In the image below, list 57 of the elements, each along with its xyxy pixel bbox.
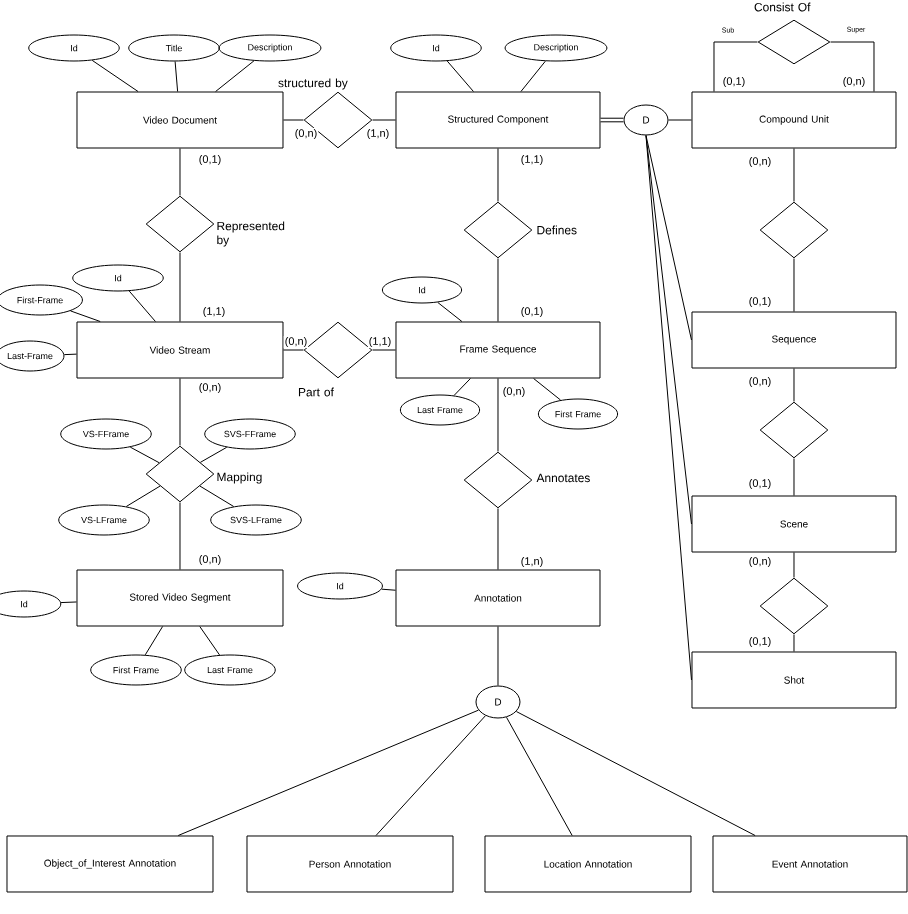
relationship-diamond	[303, 321, 373, 379]
connector-line	[60, 601, 77, 604]
connector-line	[70, 310, 101, 322]
connector-line	[179, 378, 181, 446]
connector-line	[600, 117, 624, 123]
connector-line	[793, 258, 795, 312]
connector-line	[645, 135, 692, 681]
relationship-diamond	[145, 445, 215, 503]
relationship-diamond	[463, 201, 533, 259]
connector-line	[668, 119, 692, 121]
connector-line	[453, 378, 471, 396]
connector-line	[645, 135, 692, 341]
connector-line	[179, 148, 181, 196]
connector-line	[506, 716, 573, 836]
connector-line	[199, 626, 220, 656]
connector-line	[63, 353, 77, 356]
connector-line	[830, 41, 875, 92]
connector-line	[793, 552, 795, 578]
connector-line	[520, 60, 546, 92]
connector-line	[199, 446, 228, 463]
connector-line	[533, 378, 562, 401]
connector-line	[515, 711, 756, 836]
relationship-diamond	[759, 201, 829, 259]
connector-line	[497, 148, 499, 202]
relationship-diamond	[463, 451, 533, 509]
connector-line	[91, 59, 139, 92]
connector-line	[793, 148, 795, 202]
connector-line	[497, 626, 499, 686]
connector-line	[381, 588, 396, 591]
connector-line	[793, 458, 795, 496]
connector-line	[179, 502, 181, 570]
connector-line	[174, 61, 179, 92]
connector-line	[793, 368, 795, 402]
connector-line	[375, 715, 486, 836]
connector-line	[179, 252, 181, 322]
connector-line	[372, 349, 396, 351]
connector-line	[793, 634, 795, 652]
connector-line	[144, 626, 164, 656]
connector-line	[497, 378, 499, 452]
connector-line	[497, 508, 499, 570]
connector-line	[125, 485, 161, 507]
connector-line	[446, 60, 474, 92]
connector-line	[129, 446, 160, 464]
connector-line	[283, 349, 304, 351]
relationship-diamond	[759, 401, 829, 459]
connector-line	[437, 301, 463, 322]
connector-line	[199, 485, 235, 507]
connector-line	[215, 60, 255, 92]
relationship-diamond	[759, 577, 829, 635]
connector-line	[372, 119, 396, 121]
connector-line	[713, 41, 758, 92]
connector-line	[128, 290, 156, 322]
relationship-diamond	[757, 19, 831, 65]
connector-line	[283, 119, 304, 121]
connector-line	[497, 258, 499, 322]
connector-line	[177, 709, 479, 836]
relationship-diamond	[145, 195, 215, 253]
